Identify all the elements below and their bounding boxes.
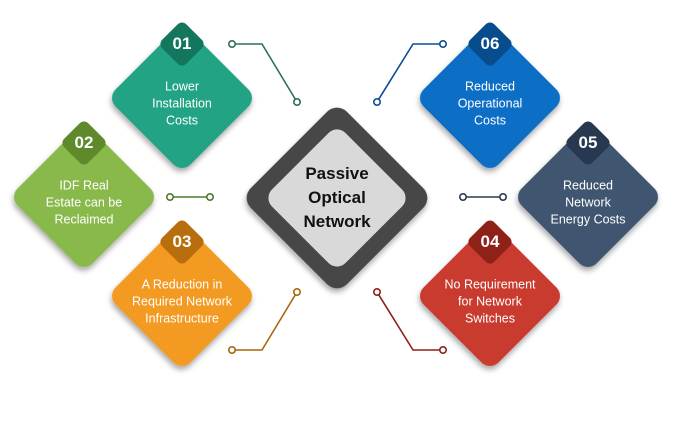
- diamond-shape-04: [420, 226, 560, 366]
- benefit-number-05: 05: [578, 133, 598, 152]
- connector-dot-02-0: [166, 193, 175, 202]
- benefit-number-01: 01: [172, 34, 192, 53]
- number-badge-05: [566, 121, 610, 165]
- connector-dot-04-1: [438, 345, 447, 354]
- diamond-shape-03: [112, 226, 252, 366]
- connector-line-04: [376, 291, 443, 351]
- connector-dot-05-1: [498, 193, 507, 202]
- benefit-diamond-01: [112, 22, 252, 168]
- diamond-shape-01: [112, 28, 252, 168]
- center-title: Passive Optical Network: [303, 164, 371, 231]
- benefit-label-06: Reduced Operational Costs: [457, 79, 523, 128]
- number-badge-04: [468, 220, 512, 264]
- number-badge-03: [160, 220, 204, 264]
- number-badge-01: [160, 22, 204, 66]
- benefit-number-02: 02: [74, 133, 94, 152]
- diamond-shape-05: [518, 127, 658, 267]
- connector-dot-02-1: [206, 193, 215, 202]
- number-badge-02: [62, 121, 106, 165]
- connector-dot-04-0: [372, 287, 381, 296]
- benefit-label-02: IDF Real Estate can be Reclaimed: [45, 178, 123, 227]
- connector-dot-05-0: [458, 193, 467, 202]
- connector-dot-06-0: [438, 39, 447, 48]
- benefit-diamond-05: [518, 121, 658, 267]
- connector-line-01: [232, 43, 298, 103]
- benefit-label-01: Lower Installation Costs: [152, 79, 212, 128]
- benefit-number-04: 04: [480, 232, 500, 251]
- center-diamond: [246, 107, 428, 289]
- connector-dot-06-1: [372, 98, 381, 107]
- connector-line-03: [232, 291, 298, 351]
- benefit-number-06: 06: [480, 34, 500, 53]
- connector-dot-01-1: [292, 98, 301, 107]
- benefit-diamond-06: [420, 22, 560, 168]
- connector-dot-03-0: [292, 287, 301, 296]
- benefit-number-03: 03: [172, 232, 192, 251]
- diamond-shape-02: [14, 127, 154, 267]
- connector-dot-03-1: [228, 345, 237, 354]
- benefit-diamond-04: [420, 220, 560, 366]
- diamond-shape-06: [420, 28, 560, 168]
- benefit-diamond-02: [14, 121, 154, 267]
- number-badge-06: [468, 22, 512, 66]
- benefit-label-05: Reduced Network Energy Costs: [550, 178, 626, 227]
- benefit-label-04: No Requirement for Network Switches: [444, 277, 536, 326]
- benefit-diamond-03: [112, 220, 252, 366]
- benefit-label-03: A Reduction in Required Network Infrastr…: [131, 277, 233, 326]
- connector-line-06: [376, 43, 443, 103]
- connector-dot-01-0: [228, 39, 237, 48]
